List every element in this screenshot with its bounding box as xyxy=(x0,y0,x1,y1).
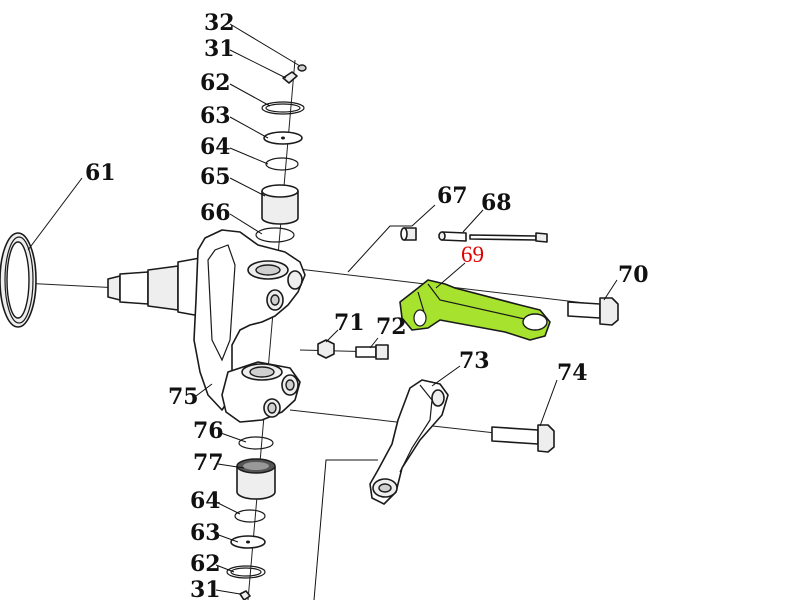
part-77-bushing-lower xyxy=(236,458,276,500)
label-64-top: 64 xyxy=(200,134,231,160)
part-66-oring-upper xyxy=(255,227,295,243)
callout-labels: 32 31 62 63 64 65 66 61 67 68 69 70 71 7… xyxy=(85,10,649,600)
label-65: 65 xyxy=(200,164,231,190)
part-61-seal-ring xyxy=(0,232,37,328)
label-62-bottom: 62 xyxy=(190,551,221,577)
label-73: 73 xyxy=(459,348,490,374)
part-63-washer-top xyxy=(263,131,303,145)
label-63-top: 63 xyxy=(200,103,231,129)
label-69-highlighted: 69 xyxy=(461,242,484,267)
label-62-top: 62 xyxy=(200,70,231,96)
label-31-top: 31 xyxy=(204,36,235,62)
part-70-bolt xyxy=(567,297,619,326)
label-68: 68 xyxy=(481,190,512,216)
part-32-grease-cap xyxy=(297,64,307,72)
label-66: 66 xyxy=(200,200,231,226)
label-32: 32 xyxy=(204,10,235,36)
part-73-lower-arm xyxy=(369,379,449,505)
label-63-bottom: 63 xyxy=(190,520,221,546)
part-68-pin xyxy=(438,231,548,243)
part-74-bolt xyxy=(491,424,555,453)
part-62-circlip-top xyxy=(261,101,305,115)
part-69-steering-arm-highlighted[interactable] xyxy=(399,279,551,341)
part-63-washer-bottom xyxy=(230,535,266,549)
part-72-bolt-small xyxy=(355,344,389,360)
label-76: 76 xyxy=(193,418,224,444)
label-70: 70 xyxy=(618,262,649,288)
label-67: 67 xyxy=(437,183,468,209)
leader-lines xyxy=(27,23,618,600)
part-62-circlip-bottom xyxy=(226,565,266,579)
part-75-steering-knuckle xyxy=(107,229,306,423)
part-76-oring-lower xyxy=(238,436,274,450)
part-67-bushing-small xyxy=(400,227,417,241)
part-31-grease-nipple-bottom xyxy=(239,590,251,600)
label-71: 71 xyxy=(334,310,365,336)
label-74: 74 xyxy=(557,360,588,386)
label-31-bottom: 31 xyxy=(190,577,221,600)
part-64-oring-bottom xyxy=(234,509,266,523)
label-75: 75 xyxy=(168,384,199,410)
label-61: 61 xyxy=(85,160,116,186)
part-64-oring-top xyxy=(265,157,299,171)
part-31-grease-nipple-top xyxy=(282,71,298,84)
label-72: 72 xyxy=(376,314,407,340)
label-77: 77 xyxy=(193,450,224,476)
part-71-nut xyxy=(317,339,335,359)
part-65-bushing-top xyxy=(261,184,299,225)
label-64-bottom: 64 xyxy=(190,488,221,514)
